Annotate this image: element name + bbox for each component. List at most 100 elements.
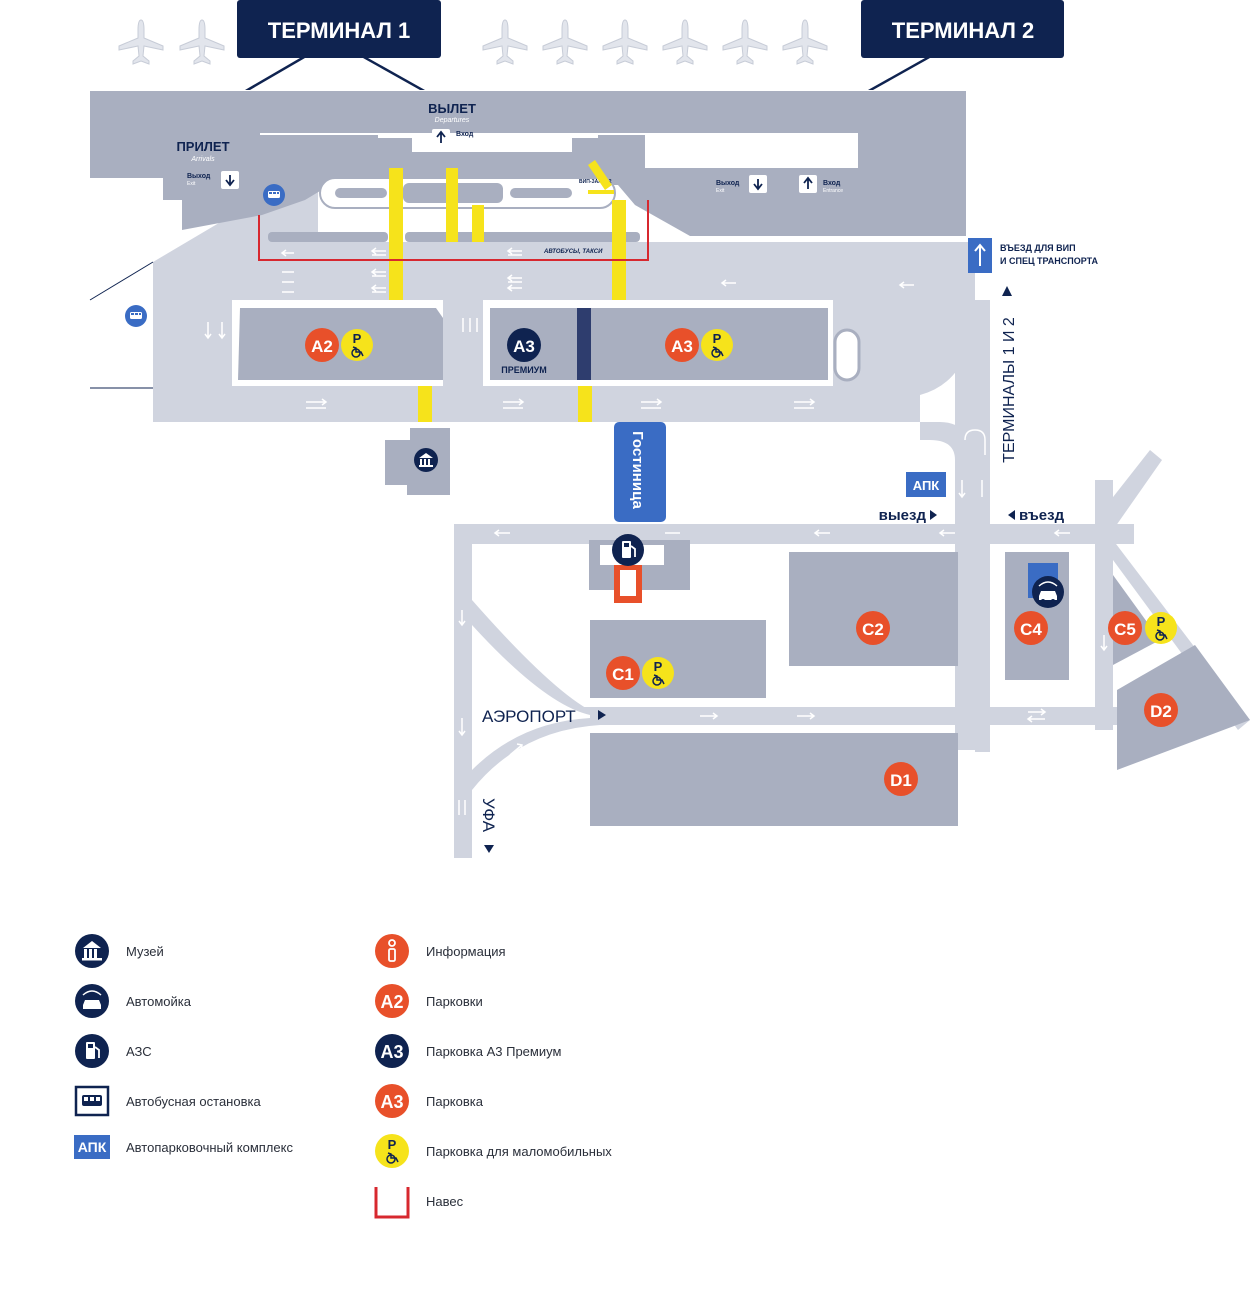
parking-c5[interactable]: C5 <box>1108 611 1178 645</box>
museum-building[interactable] <box>385 428 450 495</box>
vip-entry-line2: И СПЕЦ ТРАНСПОРТА <box>1000 256 1099 266</box>
airport-road-label: АЭРОПОРТ <box>482 707 576 726</box>
parking-c2[interactable]: C2 <box>856 611 890 645</box>
legend-carwash-label: Автомойка <box>126 993 191 1009</box>
airplane-icon <box>118 19 164 65</box>
parking-d1[interactable]: D1 <box>884 762 918 796</box>
airplane-icon <box>602 19 648 65</box>
gas-station-icon <box>75 1034 109 1068</box>
exit-label: Выход <box>187 173 211 180</box>
wheelchair-icon <box>340 328 374 362</box>
parking-c4[interactable]: C4 <box>1014 611 1048 645</box>
triangle-right-icon <box>598 710 606 720</box>
airplane-icon <box>542 19 588 65</box>
triangle-right-icon <box>930 510 937 520</box>
parking-d1-label: D1 <box>890 771 912 790</box>
vip-entry[interactable]: ВЪЕЗД ДЛЯ ВИП И СПЕЦ ТРАНСПОРТА <box>968 238 1099 273</box>
terminal-1-title: ТЕРМИНАЛ 1 <box>268 18 410 43</box>
parking-d2[interactable]: D2 <box>1144 693 1178 727</box>
exit-en-label: Exit <box>187 181 196 187</box>
airplane-icon <box>722 19 768 65</box>
legend-bus-stop-label: Автобусная остановка <box>126 1093 261 1109</box>
arrow-up-icon <box>436 130 446 143</box>
entry-direction[interactable]: въезд <box>1008 507 1065 524</box>
airport-direction[interactable]: АЭРОПОРТ <box>482 707 606 726</box>
triangle-down-icon <box>484 845 494 853</box>
entry-road-label: въезд <box>1019 507 1065 524</box>
legend-premium-label: Парковка А3 Премиум <box>426 1043 562 1059</box>
accessible-p-text: P <box>388 1137 397 1152</box>
terminal2-entrance[interactable]: Вход Entrance <box>799 175 843 194</box>
premium-label: ПРЕМИУМ <box>501 365 547 375</box>
entrance-en-label: Entrance <box>823 188 843 194</box>
legend-accessible-label: Парковка для маломобильных <box>426 1143 612 1159</box>
entrance-label: Вход <box>456 131 474 138</box>
canopy-icon <box>374 1187 410 1219</box>
apk-label: АПК <box>913 478 940 493</box>
premium-badge-text: A3 <box>380 1042 403 1062</box>
airplane-icon <box>662 19 708 65</box>
gas-station-icon <box>611 533 645 567</box>
legend-canopy: Навес <box>374 1181 463 1221</box>
bus-icon[interactable] <box>125 305 147 327</box>
terminal-1-label[interactable]: ТЕРМИНАЛ 1 <box>237 0 441 90</box>
museum-icon <box>414 448 438 472</box>
legend-parking: A2 Парковки <box>374 981 483 1021</box>
legend-gas-label: АЗС <box>126 1043 152 1059</box>
parking-c1[interactable]: C1 <box>606 656 675 690</box>
airplane-icon <box>782 19 828 65</box>
legend-gas: АЗС <box>74 1031 152 1071</box>
apk-badge-icon: АПК <box>74 1135 110 1159</box>
info-icon <box>375 934 409 968</box>
departures-label: ВЫЛЕТ <box>428 101 476 116</box>
parking-c4-label: C4 <box>1020 620 1042 639</box>
departures-entrance[interactable]: Вход Entrance <box>432 129 476 147</box>
terminals-label: ТЕРМИНАЛЫ 1 И 2 <box>1001 317 1018 463</box>
arrow-down-icon <box>225 175 235 187</box>
terminal-2-title: ТЕРМИНАЛ 2 <box>892 18 1034 43</box>
exit-en-label: Exit <box>716 188 725 194</box>
parking-a2[interactable]: A2 <box>305 328 374 362</box>
departures-en-label: Departures <box>435 117 470 124</box>
ufa-direction[interactable]: УФА <box>479 798 498 853</box>
ufa-road-label: УФА <box>479 798 498 833</box>
bus-taxi-label: АВТОБУСЫ, ТАКСИ <box>543 249 603 255</box>
carwash[interactable] <box>1028 563 1065 609</box>
bus-icon <box>74 1085 110 1117</box>
arrivals-en-label: Arrivals <box>190 156 215 163</box>
legend-apk-label: Автопарковочный комплекс <box>126 1139 293 1155</box>
triangle-up-icon <box>1002 286 1012 296</box>
vip-entry-line1: ВЪЕЗД ДЛЯ ВИП <box>1000 243 1076 253</box>
parking-c1-label: C1 <box>612 665 634 684</box>
road-arrows <box>204 247 1108 815</box>
legend-parking2-label: Парковка <box>426 1093 483 1109</box>
arrivals-exit[interactable]: Выход Exit <box>187 171 239 189</box>
vip-hall-label: ВИП-ЗАЛ №2 <box>579 179 612 185</box>
hotel[interactable]: Гостиница <box>614 422 666 522</box>
wheelchair-icon <box>641 656 675 690</box>
parking-c5-label: C5 <box>1114 620 1136 639</box>
legend-parking2: A3 Парковка <box>374 1081 483 1121</box>
legend-museum: Музей <box>74 931 164 971</box>
terminal-2-label[interactable]: ТЕРМИНАЛ 2 <box>861 0 1064 90</box>
airplane-icon <box>482 19 528 65</box>
apk-badge[interactable]: АПК <box>906 472 946 497</box>
parking-a2-label: A2 <box>311 337 333 356</box>
arrow-up-icon <box>974 243 986 266</box>
arrow-up-icon <box>803 176 813 189</box>
legend-apk: АПК Автопарковочный комплекс <box>74 1127 293 1167</box>
wheelchair-icon <box>1144 611 1178 645</box>
parking-c2-label: C2 <box>862 620 884 639</box>
legend-bus-stop: Автобусная остановка <box>74 1081 261 1121</box>
terminals-direction[interactable]: ТЕРМИНАЛЫ 1 И 2 <box>1001 286 1018 463</box>
terminal2-exit[interactable]: Выход Exit <box>716 175 767 194</box>
airplanes <box>118 19 828 65</box>
wheelchair-icon: P <box>375 1134 409 1168</box>
hotel-label: Гостиница <box>629 431 646 509</box>
parking-a3[interactable]: A3 <box>665 328 734 362</box>
gas-station[interactable] <box>611 533 645 603</box>
parking-a3-premium[interactable]: A3 ПРЕМИУМ <box>501 328 547 375</box>
exit-direction[interactable]: выезд <box>879 507 937 524</box>
canopy <box>258 200 649 261</box>
bus-icon[interactable] <box>263 184 285 206</box>
